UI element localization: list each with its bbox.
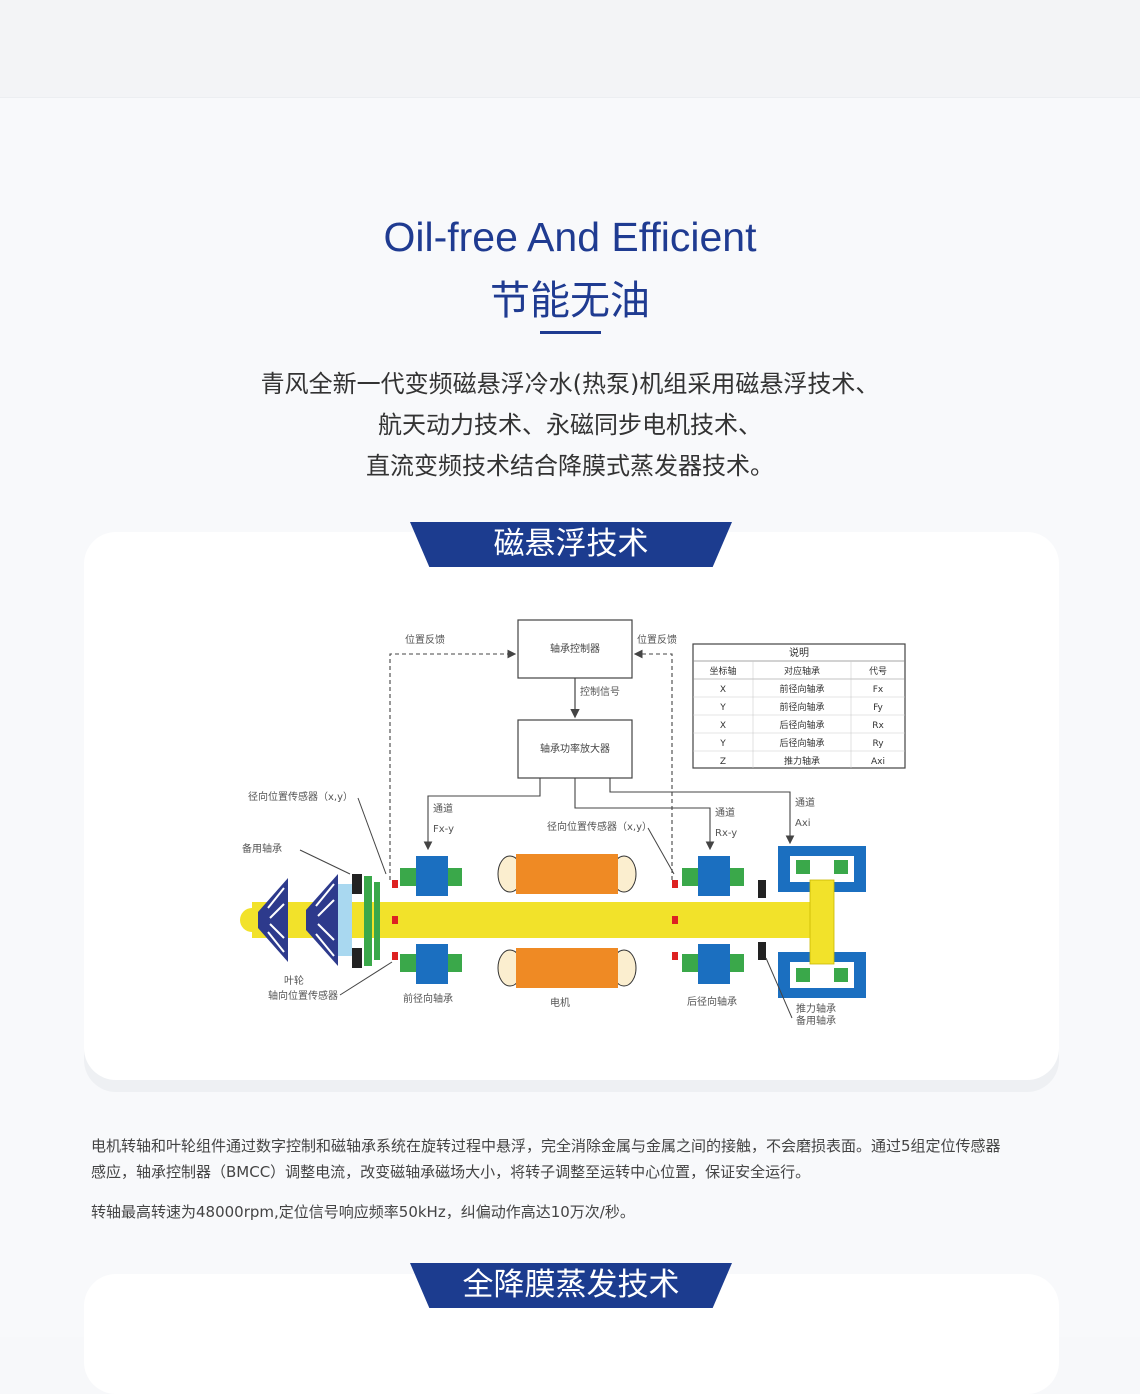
thrust-bearing-bottom-green-r xyxy=(834,968,848,982)
axial-sensor-leader xyxy=(339,961,393,996)
sensor-dot xyxy=(392,880,398,888)
legend-header: 代号 xyxy=(869,666,887,677)
intro-line: 直流变频技术结合降膜式蒸发器技术。 xyxy=(366,452,774,480)
legend-cell: 前径向轴承 xyxy=(779,701,824,713)
motor-top xyxy=(516,854,618,894)
description-line: 转轴最高转速为48000rpm,定位信号响应频率50kHz，纠偏动作高达10万次… xyxy=(91,1203,635,1221)
section-banner-maglev: 磁悬浮技术 xyxy=(410,522,732,567)
feedback-right-label: 位置反馈 xyxy=(637,633,677,646)
description-line: 感应，轴承控制器（BMCC）调整电流，改变磁轴承磁场大小，将转子调整至运转中心位… xyxy=(91,1163,811,1181)
legend-cell: Rx xyxy=(872,721,884,731)
sensor-dot xyxy=(672,916,678,924)
legend-cell: Z xyxy=(720,757,726,767)
feedback-right-line xyxy=(633,649,673,880)
backup-bearing-bottom xyxy=(352,948,362,968)
radial-sensor-mid-leader xyxy=(647,827,675,875)
intro-line: 青风全新一代变频磁悬浮冷水(热泵)机组采用磁悬浮技术、 xyxy=(260,370,880,398)
impeller-2 xyxy=(306,874,338,966)
section-banner-label: 磁悬浮技术 xyxy=(493,526,649,562)
motor-bottom xyxy=(516,948,618,988)
front-bearing-top xyxy=(416,856,448,896)
impeller-1 xyxy=(258,878,288,962)
channel-rx-label-1: 通道 xyxy=(715,806,735,819)
control-signal-label: 控制信号 xyxy=(580,685,620,698)
top-band xyxy=(0,0,1140,98)
feedback-left-label: 位置反馈 xyxy=(405,633,445,646)
thrust-bearing-leader xyxy=(765,957,793,1019)
legend-cell: 前径向轴承 xyxy=(779,683,824,695)
impeller-1-stripes xyxy=(267,887,285,953)
rear-backup-bottom xyxy=(758,942,766,960)
backup-bearing-label: 备用轴承 xyxy=(242,842,282,855)
legend-cell: Axi xyxy=(871,757,885,767)
rear-bearing-top xyxy=(698,856,730,896)
channel-rx-line xyxy=(574,778,715,851)
feedback-left-line xyxy=(389,649,517,880)
amplifier-label: 轴承功率放大器 xyxy=(540,742,610,755)
legend-cell: Fy xyxy=(873,703,883,713)
thrust-bearing-top-green-r xyxy=(834,860,848,874)
intro-line: 航天动力技术、永磁同步电机技术、 xyxy=(378,411,762,439)
legend-cell: X xyxy=(720,685,726,695)
page-title-cn: 节能无油 xyxy=(490,278,650,324)
backup-bearing-2-label: 备用轴承 xyxy=(796,1014,836,1027)
impeller-2-stripes xyxy=(315,883,335,957)
axial-disc xyxy=(364,876,372,966)
channel-axi-label-2: Axi xyxy=(795,818,811,829)
sensor-dot xyxy=(672,952,678,960)
rear-bearing-bottom xyxy=(698,944,730,984)
description-line: 电机转轴和叶轮组件通过数字控制和磁轴承系统在旋转过程中悬浮，完全消除金属与金属之… xyxy=(91,1137,1001,1155)
intro-text: 青风全新一代变频磁悬浮冷水(热泵)机组采用磁悬浮技术、 航天动力技术、永磁同步电… xyxy=(0,364,1140,487)
channel-axi-line xyxy=(609,778,795,845)
legend-cell: 后径向轴承 xyxy=(779,719,824,731)
legend-cell: 推力轴承 xyxy=(784,755,820,767)
backup-bearing-leader xyxy=(299,849,351,875)
thrust-disc xyxy=(809,879,835,965)
rear-backup-top xyxy=(758,880,766,898)
rear-bearing-label: 后径向轴承 xyxy=(687,995,737,1008)
radial-sensor-mid-label: 径向位置传感器（x,y） xyxy=(547,820,652,833)
impeller-label: 叶轮 xyxy=(284,974,304,987)
channel-fx-line xyxy=(423,778,541,851)
channel-fx-label-1: 通道 xyxy=(433,802,453,815)
section-banner-evaporation: 全降膜蒸发技术 xyxy=(410,1263,732,1308)
sensor-dot xyxy=(672,880,678,888)
sensor-dot xyxy=(392,952,398,960)
legend-cell: Y xyxy=(719,739,726,749)
title-divider xyxy=(540,331,601,334)
backup-bearing-top xyxy=(352,874,362,894)
legend-cell: Ry xyxy=(872,739,884,749)
front-bearing-bottom xyxy=(416,944,448,984)
legend-header: 坐标轴 xyxy=(709,665,736,677)
axial-sensor-label: 轴向位置传感器 xyxy=(268,989,338,1002)
radial-sensor-left-leader xyxy=(357,797,387,875)
legend-table: 说明 坐标轴 对应轴承 代号 X 前径向轴承 Fx Y 前径向轴承 Fy X 后… xyxy=(692,643,906,769)
page-title-en: Oil-free And Efficient xyxy=(383,214,757,260)
legend-cell: 后径向轴承 xyxy=(779,737,824,749)
channel-rx-label-2: Rx-y xyxy=(715,828,737,839)
legend-cell: Y xyxy=(719,703,726,713)
legend-title: 说明 xyxy=(789,646,809,659)
radial-sensor-left-label: 径向位置传感器（x,y） xyxy=(248,790,353,803)
legend-cell: X xyxy=(720,721,726,731)
thrust-bearing-label: 推力轴承 xyxy=(796,1002,836,1015)
section-banner-label: 全降膜蒸发技术 xyxy=(462,1267,680,1303)
sensor-dot xyxy=(392,916,398,924)
maglev-diagram: 轴承控制器 控制信号 轴承功率放大器 位置反馈 位置反馈 通道 Fx-y 通道 … xyxy=(240,619,906,1027)
thrust-bearing-bottom-green-l xyxy=(796,968,810,982)
legend-cell: Fx xyxy=(873,685,884,695)
motor-label: 电机 xyxy=(550,996,570,1009)
amplifier-box xyxy=(517,719,633,779)
channel-fx-label-2: Fx-y xyxy=(433,824,454,835)
front-bearing-label: 前径向轴承 xyxy=(403,992,453,1005)
legend-header: 对应轴承 xyxy=(784,665,820,677)
maglev-description-1: 电机转轴和叶轮组件通过数字控制和磁轴承系统在旋转过程中悬浮，完全消除金属与金属之… xyxy=(91,1133,1061,1185)
axial-disc-2 xyxy=(374,882,380,960)
channel-axi-label-1: 通道 xyxy=(795,796,815,809)
maglev-description-2: 转轴最高转速为48000rpm,定位信号响应频率50kHz，纠偏动作高达10万次… xyxy=(91,1199,1061,1225)
impeller-hub xyxy=(338,884,352,956)
bearing-controller-label: 轴承控制器 xyxy=(550,642,600,655)
thrust-bearing-top-green-l xyxy=(796,860,810,874)
